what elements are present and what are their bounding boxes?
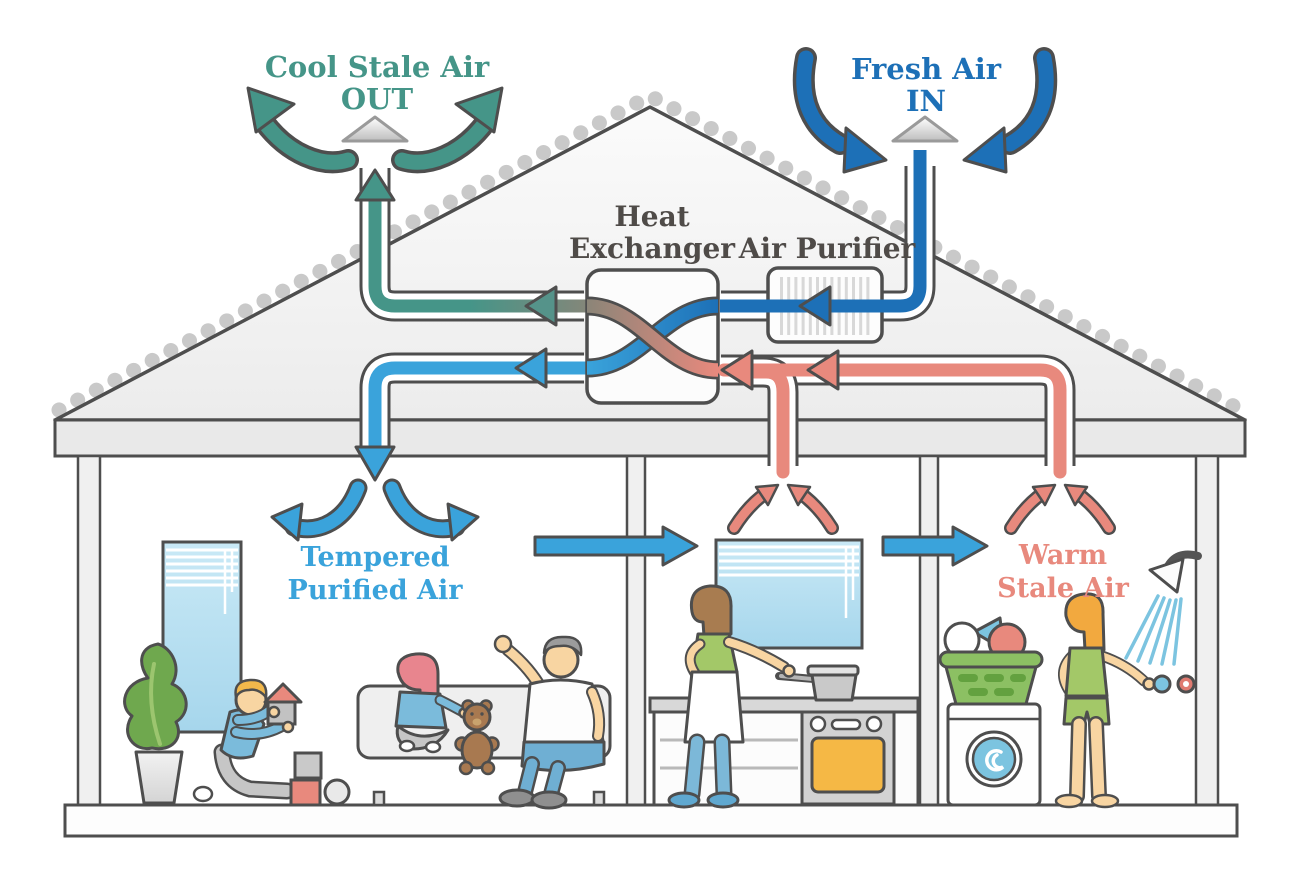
label-air-purifier: Air Purifier bbox=[738, 232, 917, 265]
roof-vent-icon bbox=[891, 115, 959, 143]
diagram-labels: Cool Stale Air OUT Fresh Air IN Heat Exc… bbox=[265, 50, 1130, 606]
living-room bbox=[123, 540, 612, 810]
duct-exhaust-teal bbox=[359, 163, 590, 322]
arrow-left-supply bbox=[514, 347, 548, 389]
air-flows bbox=[586, 150, 1067, 479]
shower-head-icon bbox=[1124, 550, 1202, 694]
arrow-up-exhaust bbox=[354, 168, 396, 202]
woman-shower bbox=[1054, 592, 1156, 809]
warm-flow-kitchen bbox=[743, 365, 790, 479]
exchange-salmon-curve bbox=[586, 299, 719, 377]
wall-left bbox=[76, 454, 102, 808]
label-warm-stale-line1: Warm bbox=[1018, 540, 1107, 571]
cooking-pot bbox=[775, 664, 860, 702]
flow-arrowheads bbox=[354, 168, 840, 482]
arrow-left-warm-2 bbox=[806, 349, 840, 391]
transfer-arrows bbox=[533, 525, 989, 567]
laundry-basket-icon bbox=[938, 650, 1044, 706]
girl-on-sofa bbox=[394, 652, 470, 754]
duct-supply-blue bbox=[359, 352, 590, 461]
label-warm-stale-line2: Stale Air bbox=[997, 573, 1130, 604]
teddy-bear-icon bbox=[454, 699, 500, 776]
fresh-flow bbox=[720, 150, 927, 313]
man-on-sofa bbox=[493, 634, 606, 810]
label-heat-exchanger-line2: Exchanger bbox=[569, 232, 736, 265]
kitchen bbox=[648, 538, 920, 809]
arrow-living-to-kitchen bbox=[533, 525, 699, 567]
wall-right bbox=[1194, 454, 1220, 808]
arrow-left-warm-1 bbox=[720, 349, 754, 391]
label-cool-stale-line1: Cool Stale Air bbox=[265, 50, 490, 84]
fresh-vent bbox=[792, 47, 1058, 174]
label-tempered-line1: Tempered bbox=[300, 542, 449, 573]
label-tempered-line2: Purified Air bbox=[288, 575, 464, 606]
roof-tile-ridge bbox=[51, 88, 1249, 418]
arrow-left-fresh bbox=[798, 285, 832, 327]
apron bbox=[683, 670, 745, 744]
label-fresh-line2: IN bbox=[906, 84, 946, 118]
arrow-kitchen-to-bath bbox=[881, 525, 989, 567]
window-icon bbox=[714, 538, 864, 650]
exhaust-vent bbox=[246, 86, 504, 174]
roof-vent-icon bbox=[341, 115, 409, 143]
toy-blocks bbox=[289, 751, 351, 807]
tempered-split-arrows bbox=[270, 478, 480, 542]
washing-machine-icon bbox=[946, 702, 1042, 807]
wall-living-kitchen bbox=[625, 454, 647, 808]
plant-icon bbox=[123, 642, 188, 805]
boy-playing bbox=[192, 678, 303, 803]
toy-house bbox=[263, 682, 303, 726]
bathroom bbox=[938, 550, 1202, 809]
label-heat-exchanger-line1: Heat bbox=[614, 200, 689, 233]
warm-flow-bath bbox=[717, 363, 1067, 479]
arrow-down-supply bbox=[354, 445, 396, 482]
shower-spray bbox=[1124, 594, 1183, 666]
label-cool-stale-line2: OUT bbox=[341, 82, 414, 116]
oven-icon bbox=[800, 710, 896, 806]
plant-pot bbox=[134, 750, 184, 805]
arrow-left-exhaust bbox=[524, 285, 558, 327]
extraction-arrows bbox=[727, 483, 1116, 535]
wall-kitchen-bath bbox=[918, 454, 940, 808]
floor bbox=[63, 803, 1239, 838]
woman-cooking bbox=[667, 584, 796, 809]
label-fresh-line1: Fresh Air bbox=[851, 52, 1002, 86]
cold-knob bbox=[1152, 674, 1172, 694]
oven-window bbox=[810, 736, 886, 794]
